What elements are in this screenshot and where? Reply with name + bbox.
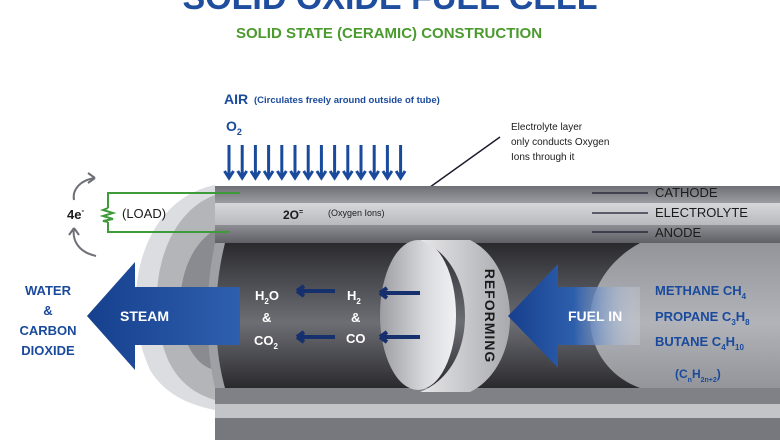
load-resistor	[99, 207, 117, 223]
air-arrow	[394, 145, 407, 181]
fuel-in-arrow	[508, 264, 640, 368]
electron-flow-top-arrow	[72, 172, 96, 201]
air-arrow	[302, 145, 314, 181]
air-arrow	[262, 145, 275, 181]
output-dioxide: DIOXIDE	[21, 343, 75, 358]
circuit-wire	[107, 192, 240, 233]
electrolyte-label: ELECTROLYTE	[655, 205, 748, 220]
bottom-anode-layer	[215, 388, 780, 404]
fuel-in-label: FUEL IN	[568, 308, 622, 324]
o2-label: O2	[226, 118, 242, 137]
air-arrow	[328, 145, 341, 181]
reactant-amp: &	[351, 310, 360, 325]
air-flow-arrows	[223, 145, 407, 181]
oxygen-ions-label: (Oxygen Ions)	[328, 208, 385, 218]
air-note: (Circulates freely around outside of tub…	[254, 95, 440, 106]
internal-flow-arrows	[295, 284, 420, 344]
load-circuit	[68, 172, 240, 257]
electrolyte-note-line3: Ions through it	[511, 152, 575, 163]
air-label: AIR	[224, 91, 248, 107]
output-water: WATER	[25, 283, 72, 298]
fuel-propane: PROPANE C3H8	[655, 309, 750, 327]
air-arrow	[368, 145, 380, 181]
bottom-cathode-layer	[215, 418, 780, 440]
electrons-label: 4e-	[67, 206, 84, 222]
air-arrow	[223, 145, 235, 181]
fuel-general-formula: (CnH2n+2)	[675, 367, 721, 384]
oxygen-ions-value: 2O=	[283, 208, 303, 222]
page-subtitle: SOLID STATE (CERAMIC) CONSTRUCTION	[236, 25, 542, 42]
steam-arrow	[87, 262, 240, 370]
cathode-layer	[215, 186, 780, 203]
fuel-butane: BUTANE C4H10	[655, 334, 744, 352]
load-label: (LOAD)	[122, 206, 166, 221]
anode-label: ANODE	[655, 225, 702, 240]
output-amp: &	[43, 303, 52, 318]
bottom-electrolyte-layer	[215, 404, 780, 418]
arrow-reform-to-co	[378, 330, 420, 344]
reforming-disc-back	[380, 240, 456, 390]
air-arrow	[249, 145, 262, 181]
product-co2: CO2	[254, 333, 279, 351]
air-arrow	[236, 145, 248, 181]
air-arrow	[276, 145, 288, 181]
air-arrow	[342, 145, 354, 181]
electrolyte-layer	[215, 203, 780, 225]
electron-flow-bottom-arrow	[68, 227, 97, 257]
air-arrow	[289, 145, 301, 181]
air-arrow	[355, 145, 367, 181]
fuel-methane: METHANE CH4	[655, 283, 747, 301]
reforming-label: REFORMING	[482, 269, 498, 364]
product-amp: &	[262, 310, 271, 325]
reforming-ring	[420, 240, 510, 392]
output-carbon: CARBON	[19, 323, 76, 338]
electrolyte-note-line2: only conducts Oxygen	[511, 137, 609, 148]
air-arrow	[381, 145, 394, 181]
arrow-reform-to-h2	[378, 286, 420, 300]
steam-label: STEAM	[120, 308, 169, 324]
electrolyte-note-line1: Electrolyte layer	[511, 122, 583, 133]
reactant-co: CO	[346, 331, 366, 346]
anode-layer	[215, 225, 780, 243]
reactant-h2: H2	[347, 288, 361, 306]
product-h2o: H2O	[255, 288, 279, 306]
tube-left-lip	[207, 243, 225, 388]
cathode-label: CATHODE	[655, 185, 718, 200]
arrow-h2-to-h2o	[295, 284, 335, 298]
page-title: SOLID OXIDE FUEL CELL	[183, 0, 598, 17]
air-arrow	[315, 145, 328, 181]
tube-right-opening	[590, 243, 780, 388]
arrow-co-to-co2	[295, 330, 335, 344]
